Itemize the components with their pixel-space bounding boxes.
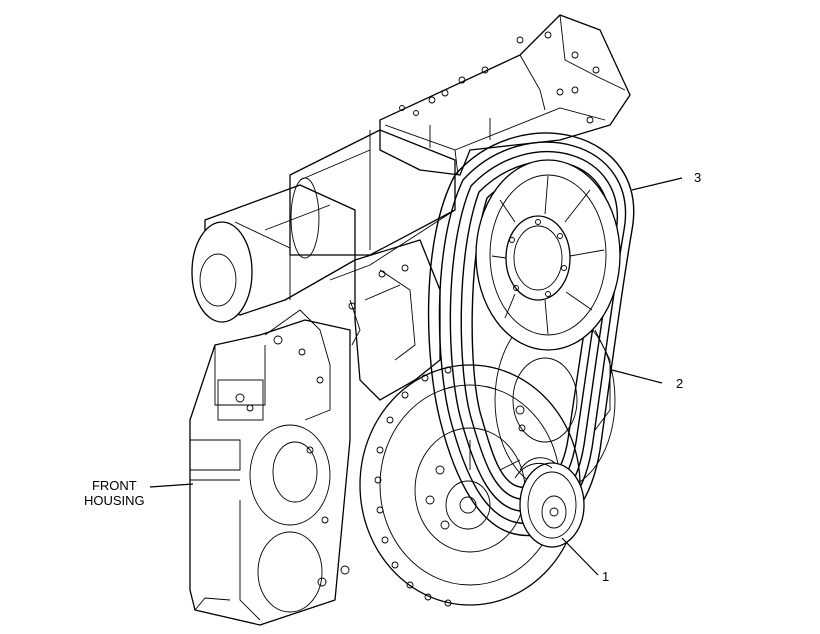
lower-small-pulley xyxy=(514,457,585,548)
callout-2: 2 xyxy=(676,376,684,391)
center-bracket xyxy=(348,239,441,401)
callout-1: 1 xyxy=(602,569,610,584)
front-housing-label-line2: HOUSING xyxy=(84,493,145,508)
leader-line-3 xyxy=(631,177,683,191)
left-motor-cylinder xyxy=(191,184,356,323)
middle-cylinder-housing xyxy=(289,129,456,281)
leader-line-1 xyxy=(561,537,599,576)
leader-line-front-housing xyxy=(149,483,194,488)
leader-line-2 xyxy=(611,369,663,384)
front-housing-label-line1: FRONT xyxy=(91,478,137,493)
callout-3: 3 xyxy=(694,170,702,185)
upper-rear-housing xyxy=(379,14,631,176)
upper-large-pulley xyxy=(475,159,621,351)
front-housing-label: FRONT HOUSING xyxy=(84,478,145,508)
front-housing-block xyxy=(189,309,351,626)
